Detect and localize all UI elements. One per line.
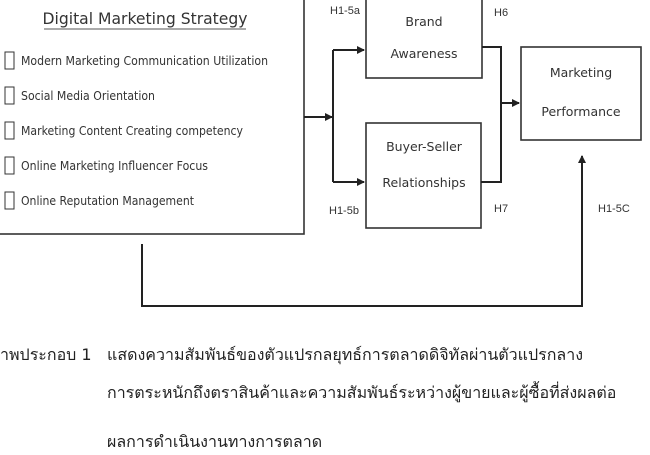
strategy-item: Online Reputation Management (21, 193, 194, 208)
marketing-performance-line1: Marketing (550, 65, 612, 80)
buyer-seller-line2: Relationships (382, 175, 465, 190)
strategy-item: Social Media Orientation (21, 88, 155, 103)
brand-to-performance-line (481, 46, 502, 183)
hypothesis-h7: H7 (494, 203, 508, 215)
checkbox-icon (4, 121, 15, 140)
caption-line2: การตระหนักถึงตราสินค้าและความสัมพันธ์ระห… (107, 383, 617, 402)
caption-label: าพประกอบ 1 (0, 345, 92, 364)
arrows (141, 46, 586, 307)
strategy-title: Digital Marketing Strategy (43, 9, 248, 28)
strategy-item: Marketing Content Creating competency (21, 123, 244, 138)
caption-line3: ผลการดำเนินงานทางการตลาด (107, 432, 323, 451)
hypothesis-h6: H6 (494, 7, 508, 19)
brand-awareness-line2: Awareness (390, 46, 457, 61)
strategy-item: Modern Marketing Communication Utilizati… (21, 53, 268, 68)
buyer-seller-box (365, 122, 482, 229)
checkbox-icon (4, 86, 15, 105)
hypothesis-h1-5c: H1-5C (598, 203, 630, 215)
checkbox-icon (4, 51, 15, 70)
brand-awareness-line1: Brand (405, 14, 442, 29)
marketing-performance-line2: Performance (541, 104, 621, 119)
direct-effect-arrow (141, 155, 586, 307)
brand-awareness-box (365, 0, 483, 79)
hypothesis-h1-5a: H1-5a (330, 5, 361, 17)
buyer-seller-line1: Buyer-Seller (386, 139, 463, 154)
strategy-items: Modern Marketing Communication Utilizati… (4, 51, 268, 210)
checkbox-icon (4, 156, 15, 175)
hypothesis-h1-5b: H1-5b (329, 205, 359, 217)
strategy-item: Online Marketing Influencer Focus (21, 158, 208, 173)
checkbox-icon (4, 191, 15, 210)
caption-line1: แสดงความสัมพันธ์ของตัวแปรกลยุทธ์การตลาดด… (107, 345, 584, 364)
marketing-performance-box (520, 46, 642, 141)
strategy-box (0, 0, 305, 235)
